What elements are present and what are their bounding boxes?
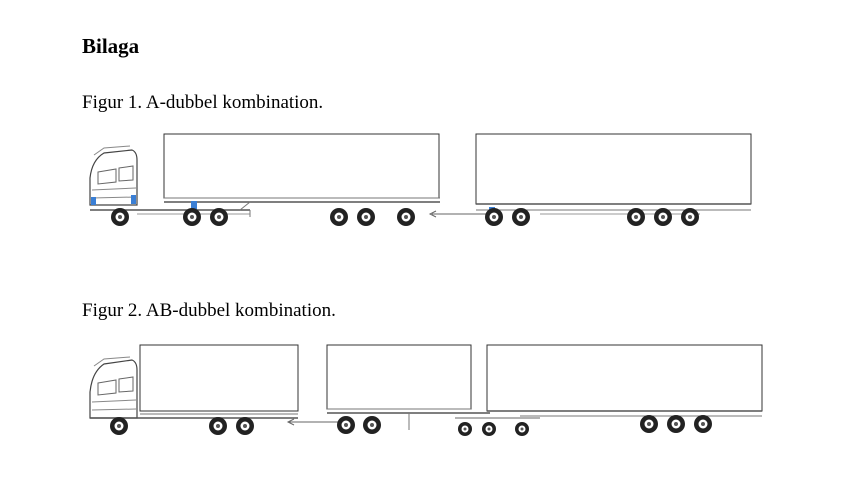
figure-1-caption: Figur 1. A-dubbel kombination.: [82, 92, 324, 113]
figure-2-wheels: [110, 415, 712, 436]
figure-1-wheels: [111, 208, 699, 226]
appendix-heading: Bilaga: [82, 34, 140, 58]
figure-2-caption: Figur 2. AB-dubbel kombination.: [82, 300, 336, 321]
truck-cab-2: [89, 356, 138, 419]
truck-cab: [89, 145, 138, 206]
